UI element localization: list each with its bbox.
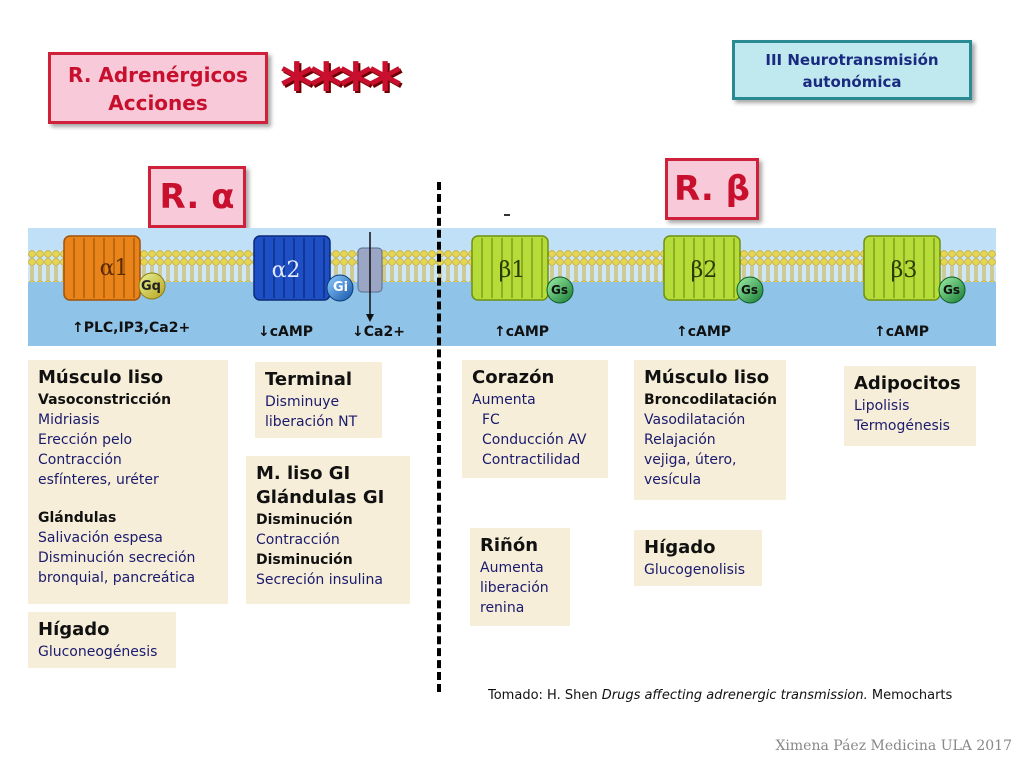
card-title: Músculo liso — [38, 367, 164, 388]
card-title: Terminal — [265, 369, 353, 390]
card-terminal: Terminal Disminuye liberación NT — [255, 362, 382, 438]
card-title: Corazón — [472, 367, 555, 388]
beta1-receptor — [471, 235, 574, 304]
alpha2-effect-ca: ↓Ca2+ — [352, 324, 405, 340]
gs-label-3: Gs — [943, 283, 960, 297]
card-line: Disminución secreción — [38, 550, 196, 566]
credit-prefix: Tomado: H. Shen — [488, 688, 602, 703]
beta2-name: β2 — [690, 258, 718, 283]
card-line: Relajación — [644, 432, 716, 448]
card-line: esfínteres, uréter — [38, 472, 159, 488]
alpha-beta-divider — [437, 182, 441, 692]
alpha2-name: α2 — [271, 258, 301, 283]
card-corazon: Corazón Aumenta FC Conducción AV Contrac… — [462, 360, 608, 478]
card-line: vejiga, útero, — [644, 452, 737, 468]
beta1-effect: ↑cAMP — [494, 324, 550, 340]
title-line-1: R. Adrenérgicos — [68, 63, 248, 87]
title-box: R. Adrenérgicos Acciones — [48, 52, 268, 124]
card-gi: M. liso GI Glándulas GI Disminución Cont… — [246, 456, 410, 604]
card-line: Lipolisis — [854, 398, 910, 414]
title-line-2: Acciones — [108, 91, 208, 115]
card-line: Disminuye — [265, 394, 340, 410]
card-line: vesícula — [644, 472, 702, 488]
card-line: Disminución — [256, 552, 353, 568]
card-line: Aumenta — [480, 560, 544, 576]
gq-label: Gq — [141, 279, 161, 294]
alpha2-receptor — [253, 232, 383, 322]
alpha1-effect: ↑PLC,IP3,Ca2+ — [72, 320, 191, 336]
membrane-diagram — [28, 228, 996, 346]
card-line: Glucogenolisis — [644, 562, 746, 578]
card-title: Riñón — [480, 535, 539, 556]
card-title: Adipocitos — [854, 373, 961, 394]
card-line: Termogénesis — [854, 418, 950, 434]
topic-line-2: autonómica — [802, 73, 902, 91]
alpha2-effect-camp: ↓cAMP — [258, 324, 314, 340]
card-line: Glándulas — [38, 510, 117, 526]
small-dash-mark — [504, 214, 510, 216]
gs-label-1: Gs — [551, 283, 568, 297]
card-rinon: Riñón Aumenta liberación renina — [470, 528, 570, 626]
card-line: Vasodilatación — [644, 412, 746, 428]
beta3-name: β3 — [890, 258, 918, 283]
card-line: Aumenta — [472, 392, 536, 408]
card-line: renina — [480, 600, 525, 616]
card-line: FC — [482, 412, 500, 428]
card-line: bronquial, pancreática — [38, 570, 196, 586]
card-line: Contractilidad — [482, 452, 581, 468]
topic-line-1: III Neurotransmisión — [765, 51, 939, 69]
card-title: Músculo liso — [644, 367, 770, 388]
card-adipocitos: Adipocitos Lipolisis Termogénesis — [844, 366, 976, 446]
beta2-receptor — [663, 235, 764, 304]
card-line: Contracción — [38, 452, 122, 468]
beta2-effect: ↑cAMP — [676, 324, 732, 340]
topic-box: III Neurotransmisión autonómica — [732, 40, 972, 100]
card-higado-beta: Hígado Glucogenolisis — [634, 530, 762, 586]
alpha-receptor-label: R. α — [148, 166, 246, 228]
card-line: Conducción AV — [482, 432, 587, 448]
card-title: Hígado — [644, 537, 716, 558]
card-line: Contracción — [256, 532, 340, 548]
card-line: Vasoconstricción — [38, 392, 172, 408]
gs-label-2: Gs — [741, 283, 758, 297]
source-credit: Tomado: H. Shen Drugs affecting adrenerg… — [488, 688, 952, 703]
beta3-effect: ↑cAMP — [874, 324, 930, 340]
card-line: Erección pelo — [38, 432, 133, 448]
card-title: M. liso GI — [256, 463, 351, 484]
card-line: Salivación espesa — [38, 530, 163, 546]
card-line: liberación — [480, 580, 549, 596]
credit-book: Drugs affecting adrenergic transmission. — [601, 688, 868, 703]
alpha1-name: α1 — [99, 256, 129, 281]
card-title-2: Glándulas GI — [256, 487, 385, 508]
gi-label: Gi — [333, 280, 349, 295]
author-signature: Ximena Páez Medicina ULA 2017 — [775, 738, 1012, 754]
card-line: Disminución — [256, 512, 353, 528]
card-line: liberación NT — [265, 414, 358, 430]
card-line: Broncodilatación — [644, 392, 777, 408]
importance-stars: **** — [280, 51, 402, 125]
card-title: Hígado — [38, 619, 110, 640]
card-musculo-liso-beta: Músculo liso Broncodilatación Vasodilata… — [634, 360, 786, 500]
beta-receptor-label: R. β — [665, 158, 759, 220]
card-line: Midriasis — [38, 412, 100, 428]
alpha1-receptor — [63, 235, 166, 301]
card-line: Secreción insulina — [256, 572, 383, 588]
card-musculo-liso-alpha: Músculo liso Vasoconstricción Midriasis … — [28, 360, 228, 604]
credit-suffix: Memocharts — [867, 688, 953, 703]
beta1-name: β1 — [498, 258, 526, 283]
beta3-receptor — [863, 235, 966, 304]
card-line: Gluconeogénesis — [38, 644, 158, 660]
card-higado-alpha: Hígado Gluconeogénesis — [28, 612, 176, 668]
